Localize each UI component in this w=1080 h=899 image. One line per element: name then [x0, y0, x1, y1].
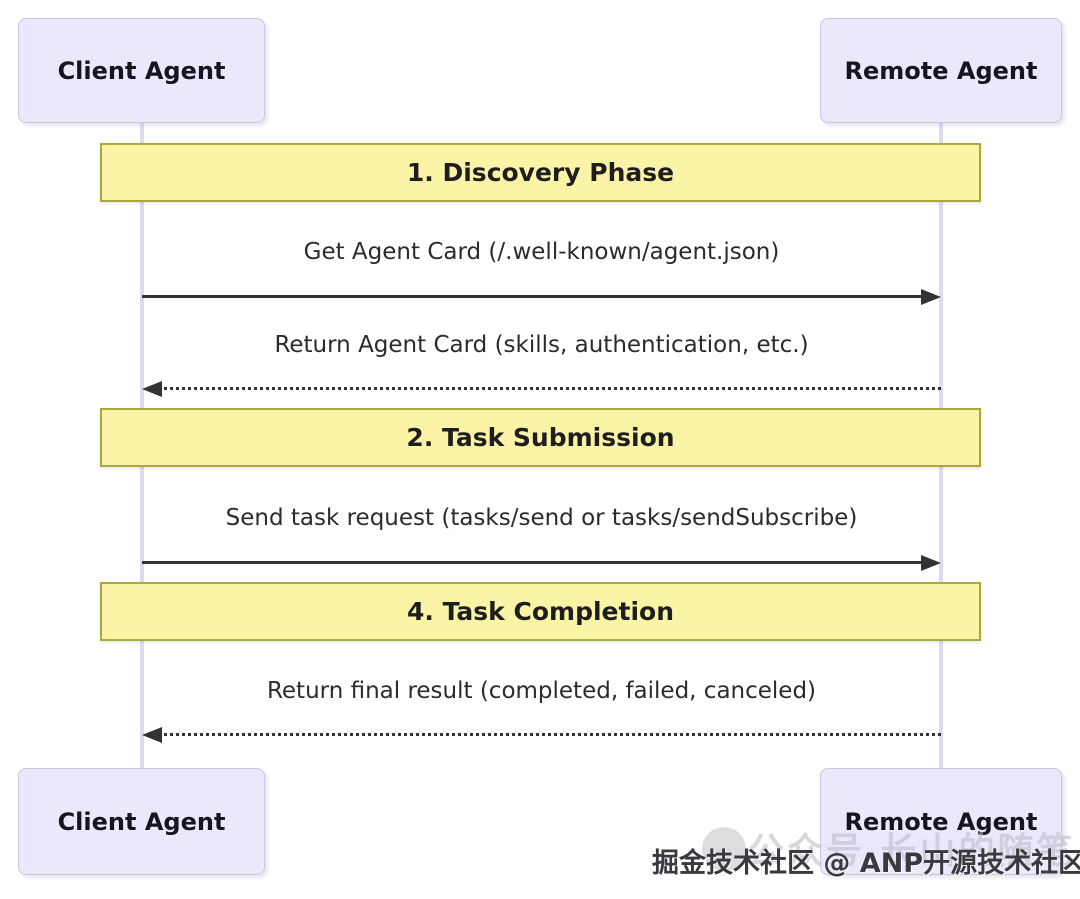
- message-arrow-dotted-left: [142, 381, 941, 397]
- arrowhead-right-icon: [921, 555, 941, 571]
- message-arrow-solid-right: [142, 555, 941, 571]
- message-label-return-agent-card: Return Agent Card (skills, authenticatio…: [274, 332, 809, 358]
- arrow-shaft: [142, 561, 925, 564]
- actor-box-client-top: Client Agent: [18, 18, 265, 123]
- phase-banner-task-submission: 2. Task Submission: [100, 408, 981, 467]
- phase-label: 1. Discovery Phase: [406, 158, 675, 187]
- arrowhead-left-icon: [142, 381, 162, 397]
- arrow-shaft: [142, 295, 925, 298]
- actor-label-client-bottom: Client Agent: [57, 807, 226, 836]
- arrow-shaft: [158, 733, 941, 736]
- actor-box-client-bottom: Client Agent: [18, 768, 265, 875]
- message-label-get-agent-card: Get Agent Card (/.well-known/agent.json): [303, 239, 780, 265]
- phase-banner-discovery: 1. Discovery Phase: [100, 143, 981, 202]
- actor-label-remote-bottom: Remote Agent: [844, 807, 1038, 836]
- actor-box-remote-bottom: Remote Agent: [820, 768, 1062, 875]
- watermark-logo-icon: [702, 827, 746, 871]
- actor-box-remote-top: Remote Agent: [820, 18, 1062, 123]
- phase-label: 2. Task Submission: [406, 423, 675, 452]
- phase-label: 4. Task Completion: [407, 597, 674, 626]
- phase-banner-task-completion: 4. Task Completion: [100, 582, 981, 641]
- message-arrow-solid-right: [142, 289, 941, 305]
- arrow-shaft: [158, 387, 941, 390]
- actor-label-client-top: Client Agent: [57, 56, 226, 85]
- arrowhead-left-icon: [142, 727, 162, 743]
- message-label-return-final-result: Return final result (completed, failed, …: [266, 678, 817, 704]
- actor-label-remote-top: Remote Agent: [844, 56, 1038, 85]
- arrowhead-right-icon: [921, 289, 941, 305]
- message-arrow-dotted-left: [142, 727, 941, 743]
- message-label-send-task-request: Send task request (tasks/send or tasks/s…: [225, 505, 858, 531]
